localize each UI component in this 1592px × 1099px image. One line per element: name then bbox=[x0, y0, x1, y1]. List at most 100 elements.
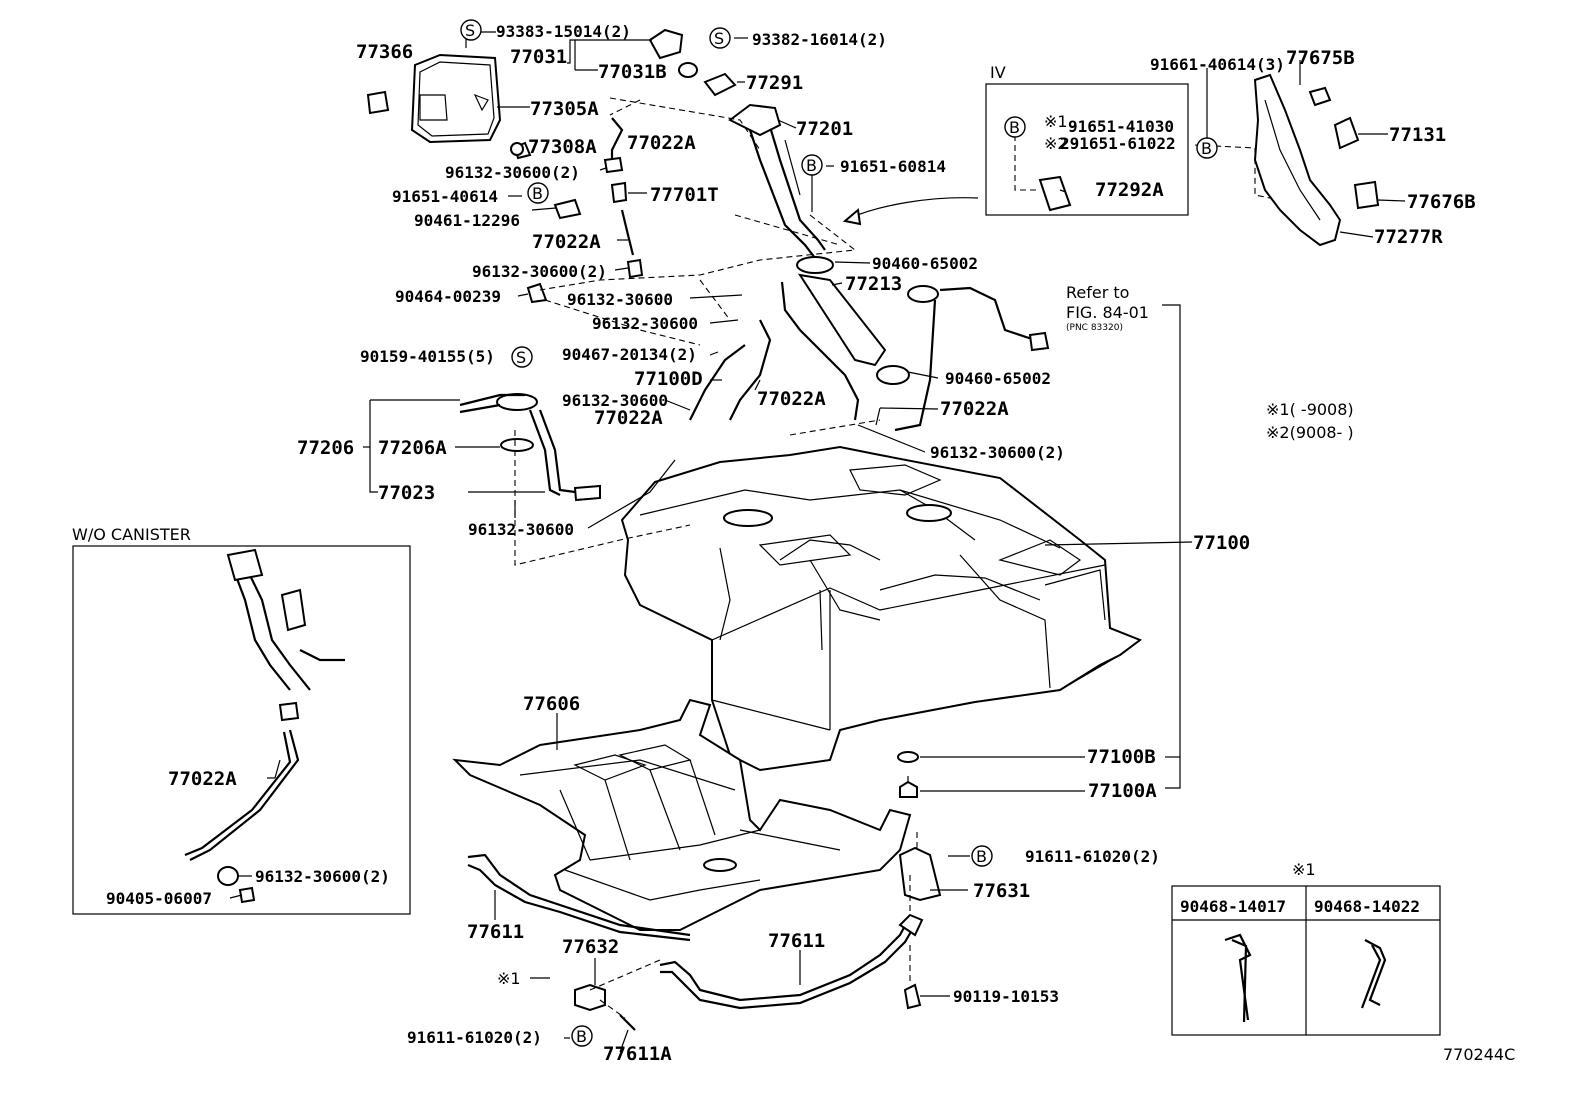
label-77206: 77206 bbox=[297, 437, 354, 459]
dashed-lines bbox=[514, 97, 1271, 1019]
wo-canister-title: W/O CANISTER bbox=[72, 525, 191, 544]
s-symbol: S bbox=[465, 21, 475, 40]
label-77022A: 77022A bbox=[627, 132, 696, 154]
filler-hose-77213 bbox=[796, 256, 910, 385]
label-77100D: 77100D bbox=[634, 368, 703, 390]
hinge-77366 bbox=[366, 90, 390, 115]
tank-protector-77606 bbox=[452, 698, 912, 931]
label-77606: 77606 bbox=[523, 693, 580, 715]
note-x1: ※1( -9008) bbox=[1266, 400, 1354, 419]
cushion-77308A bbox=[510, 142, 524, 156]
x2-mark: ※2 bbox=[1044, 134, 1068, 153]
bracket-77631 bbox=[898, 846, 942, 902]
grommet-77100B bbox=[897, 751, 919, 763]
label-90119-10153: 90119-10153 bbox=[953, 987, 1059, 1006]
clip-77675B bbox=[1308, 86, 1332, 107]
label-91611-61020: 91611-61020(2) bbox=[1025, 847, 1160, 866]
bolt-77611A bbox=[619, 1014, 636, 1031]
gasket-77031B bbox=[678, 62, 698, 78]
s-symbol: S bbox=[714, 29, 724, 48]
label-96132-30600: 96132-30600 bbox=[562, 391, 668, 410]
clip-table bbox=[1171, 885, 1441, 1036]
label-77632: 77632 bbox=[562, 936, 619, 958]
table-header-a: 90468-14017 bbox=[1180, 897, 1286, 916]
note-x2: ※2(9008- ) bbox=[1266, 423, 1354, 442]
label-77292A: 77292A bbox=[1095, 179, 1164, 201]
x1-mark: ※1 bbox=[1044, 112, 1068, 131]
fuel-protector-77277R bbox=[1253, 73, 1342, 247]
label-96132-30600: 96132-30600(2) bbox=[255, 867, 390, 886]
label-90461-12296: 90461-12296 bbox=[414, 211, 520, 230]
label-90460-65002: 90460-65002 bbox=[872, 254, 978, 273]
breather-hoses bbox=[689, 281, 860, 421]
label-91651-60814: 91651-60814 bbox=[840, 157, 946, 176]
label-77131: 77131 bbox=[1389, 124, 1446, 146]
label-77213: 77213 bbox=[845, 273, 902, 295]
b-symbol: B bbox=[976, 847, 987, 866]
label-77100B: 77100B bbox=[1087, 746, 1156, 768]
wo-canister-inset bbox=[72, 545, 411, 915]
b-symbol: B bbox=[1201, 139, 1212, 158]
label-77277R: 77277R bbox=[1374, 226, 1443, 248]
iv-title: IV bbox=[990, 63, 1006, 82]
symbol-markers bbox=[460, 19, 1218, 1047]
label-77031B: 77031B bbox=[598, 61, 667, 83]
bracket-77632 bbox=[574, 983, 606, 1012]
label-77031: 77031 bbox=[510, 46, 567, 68]
label-90467-20134: 90467-20134(2) bbox=[562, 345, 697, 364]
iv-pointer-arrow bbox=[849, 197, 979, 219]
label-77022A: 77022A bbox=[757, 388, 826, 410]
label-77291: 77291 bbox=[746, 72, 803, 94]
bracket-77291 bbox=[703, 72, 737, 97]
label-77023: 77023 bbox=[378, 482, 435, 504]
refer-pnc-text: (PNC 83320) bbox=[1066, 323, 1123, 333]
table-insert-mark: ※1 bbox=[1292, 860, 1316, 879]
tank-band-77611-right bbox=[659, 913, 924, 1010]
label-77611: 77611 bbox=[467, 921, 524, 943]
label-77100: 77100 bbox=[1193, 532, 1250, 554]
label-91651-41030: 91651-41030 bbox=[1068, 117, 1174, 136]
label-96132-30600: 96132-30600 bbox=[468, 520, 574, 539]
bracket-77292A bbox=[1038, 175, 1072, 212]
s-symbol: S bbox=[516, 348, 526, 367]
figure-code: 770244C bbox=[1443, 1045, 1515, 1064]
label-96132-30600: 96132-30600(2) bbox=[472, 262, 607, 281]
bracket-77131 bbox=[1333, 116, 1360, 150]
label-90405-06007: 90405-06007 bbox=[106, 889, 212, 908]
label-77022A: 77022A bbox=[940, 398, 1009, 420]
label-77366: 77366 bbox=[356, 41, 413, 63]
label-77022A: 77022A bbox=[532, 231, 601, 253]
label-77611: 77611 bbox=[768, 930, 825, 952]
label-96132-30600: 96132-30600(2) bbox=[930, 443, 1065, 462]
label-77631: 77631 bbox=[973, 880, 1030, 902]
label-x1-mark: ※1 bbox=[497, 969, 521, 988]
cap-77031 bbox=[648, 28, 684, 60]
bracket-77676B bbox=[1353, 180, 1380, 210]
label-96132-30600: 96132-30600 bbox=[592, 314, 698, 333]
label-91661-40614: 91661-40614(3) bbox=[1150, 55, 1285, 74]
b-symbol: B bbox=[1009, 118, 1020, 137]
cushion-77100A bbox=[899, 780, 918, 798]
fuel-tank-77100 bbox=[620, 445, 1143, 772]
tank-band-77611-left bbox=[467, 853, 691, 942]
refer-fig-text: FIG. 84-01 bbox=[1066, 303, 1149, 322]
fuel-lid-77305A bbox=[410, 53, 502, 144]
label-77308A: 77308A bbox=[528, 136, 597, 158]
label-91611-61020: 91611-61020(2) bbox=[407, 1028, 542, 1047]
label-77676B: 77676B bbox=[1407, 191, 1476, 213]
label-90159-40155: 90159-40155(5) bbox=[360, 347, 495, 366]
fuel-pump-77206 bbox=[459, 393, 601, 502]
label-91651-40614: 91651-40614 bbox=[392, 187, 498, 206]
label-96132-30600: 96132-30600 bbox=[567, 290, 673, 309]
leader-lines bbox=[229, 31, 1406, 1053]
label-93383-15014: 93383-15014(2) bbox=[496, 22, 631, 41]
refer-to-text: Refer to bbox=[1066, 283, 1129, 302]
b-symbol: B bbox=[532, 184, 543, 203]
label-77022A: 77022A bbox=[168, 768, 237, 790]
label-90460-65002: 90460-65002 bbox=[945, 369, 1051, 388]
label-77675B: 77675B bbox=[1286, 47, 1355, 69]
label-77201: 77201 bbox=[796, 118, 853, 140]
table-header-b: 90468-14022 bbox=[1314, 897, 1420, 916]
label-77022A: 77022A bbox=[594, 407, 663, 429]
